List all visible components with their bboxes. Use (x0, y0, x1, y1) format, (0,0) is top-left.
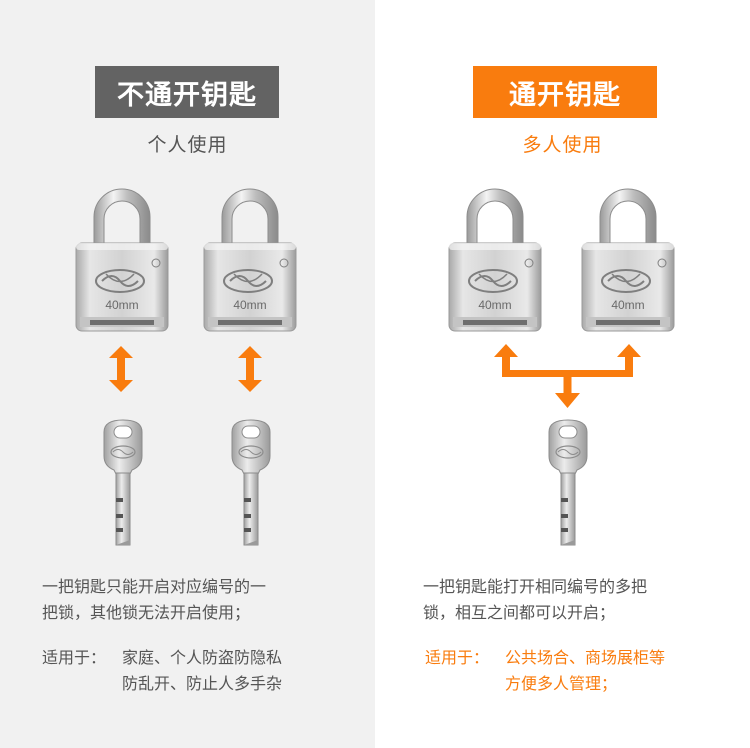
padlock-image: 40mm (578, 177, 678, 337)
usage-label: 适用于： (425, 648, 490, 667)
left-title: 不通开钥匙 (117, 79, 257, 111)
padlock-image: 40mm (72, 177, 172, 337)
double-arrow-icon (109, 346, 133, 392)
key-image (226, 418, 276, 548)
padlock-image: 40mm (200, 177, 300, 337)
lock-size-label: 40mm (478, 298, 512, 312)
right-panel: 通开钥匙 多人使用 40mm 40mm 一把钥匙能打开相同编号的多把 锁，相互之… (375, 0, 750, 748)
lock-size-label: 40mm (233, 298, 267, 312)
right-subtitle: 多人使用 (522, 134, 603, 156)
left-subtitle: 个人使用 (147, 134, 228, 156)
padlock-image: 40mm (445, 177, 545, 337)
key-image (98, 418, 148, 548)
left-panel: 不通开钥匙 个人使用 40mm 40mm 一把钥匙只能开启对应编号的一 把锁，其… (0, 0, 375, 748)
key-image (543, 418, 593, 548)
usage-label: 适用于： (42, 648, 107, 667)
right-title-banner: 通开钥匙 (473, 66, 657, 118)
lock-size-label: 40mm (105, 298, 139, 312)
double-arrow-icon (238, 346, 262, 392)
right-title: 通开钥匙 (509, 79, 621, 111)
left-description: 一把钥匙只能开启对应编号的一 把锁，其他锁无法开启使用； (42, 577, 267, 622)
right-description: 一把钥匙能打开相同编号的多把 锁，相互之间都可以开启； (423, 577, 648, 622)
lock-size-label: 40mm (611, 298, 645, 312)
branch-arrow-icon (494, 344, 641, 408)
left-title-banner: 不通开钥匙 (95, 66, 279, 118)
